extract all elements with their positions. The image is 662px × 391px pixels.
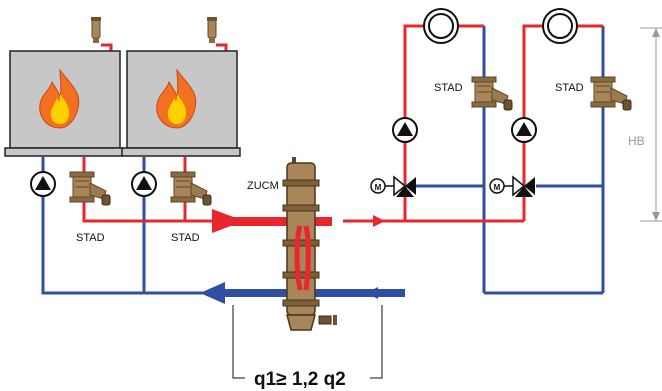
- heat-emitter-icon: [542, 8, 578, 44]
- balancing-valve-icon: [590, 76, 632, 111]
- boiler-2: [121, 50, 241, 157]
- air-vent-icon: [206, 16, 218, 44]
- balancing-valve-icon: [69, 171, 111, 206]
- supply-flow-arrow-small: [373, 215, 385, 227]
- supply-header: [212, 217, 332, 226]
- svg-text:M: M: [494, 183, 501, 192]
- motor-actuator-icon: M: [489, 178, 513, 194]
- balancing-valve-icon: [471, 76, 513, 111]
- stad-label-boiler-1: STAD: [76, 232, 105, 244]
- pump-icon: [511, 117, 537, 143]
- heat-emitter-icon: [423, 8, 459, 44]
- hb-dimension: [640, 27, 662, 222]
- flow-ratio-label: q1≥ 1,2 q2: [254, 369, 346, 390]
- stad-label-circuit-2: STAD: [555, 82, 584, 94]
- dimension-arrow-bottom: [652, 212, 660, 221]
- motor-actuator-icon: M: [370, 178, 394, 194]
- pump-icon: [131, 171, 157, 197]
- flow-ratio-bracket: [232, 305, 383, 379]
- pump-icon: [392, 117, 418, 143]
- svg-text:M: M: [375, 183, 382, 192]
- hb-label: HB: [628, 134, 645, 148]
- air-vent-icon: [90, 16, 102, 44]
- stad-label-circuit-1: STAD: [434, 82, 463, 94]
- pump-icon: [30, 171, 56, 197]
- zucm-label: ZUCM: [247, 180, 279, 192]
- stad-label-boiler-2: STAD: [171, 232, 200, 244]
- dimension-arrow-top: [652, 28, 660, 37]
- separator-icon: [282, 157, 337, 331]
- boiler-1: [4, 50, 124, 157]
- balancing-valve-icon: [170, 171, 212, 206]
